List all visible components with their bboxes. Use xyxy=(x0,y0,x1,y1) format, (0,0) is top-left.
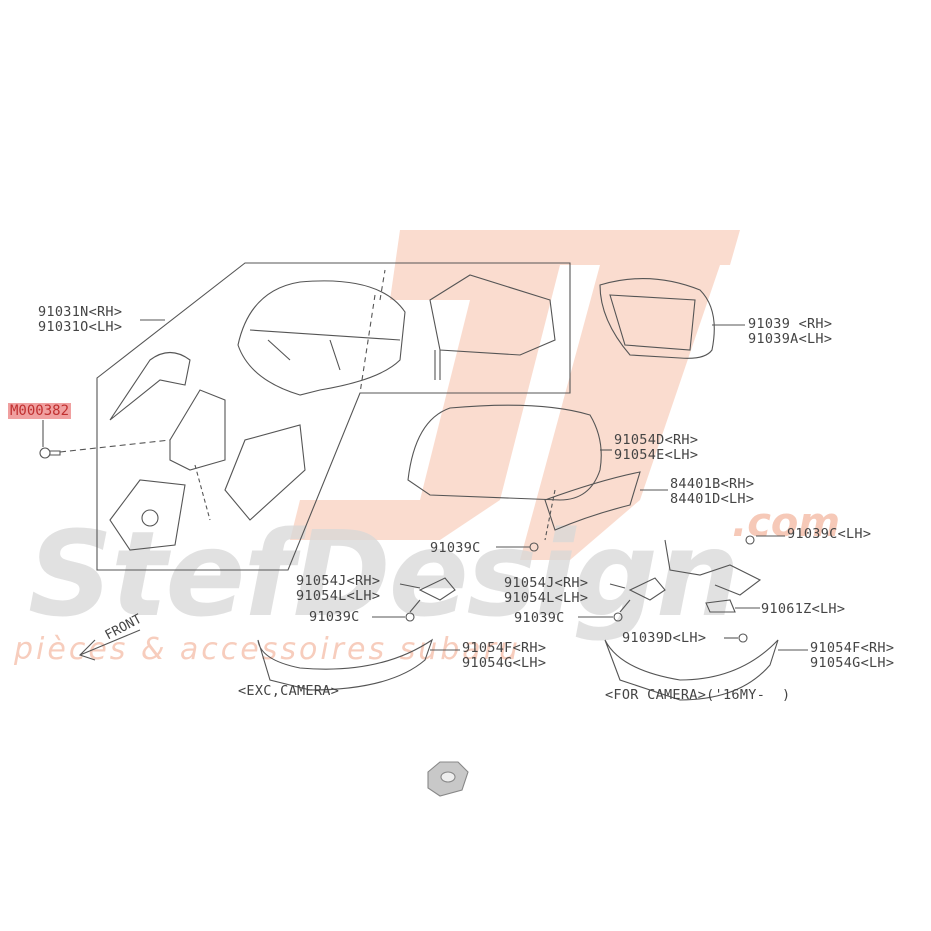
label-91039d: 91039D<LH> xyxy=(622,630,707,646)
small-brackets xyxy=(372,542,666,622)
label-91054f-1: 91054F<RH> xyxy=(462,640,547,656)
label-91039c-lh: 91039C<LH> xyxy=(787,526,872,542)
label-91054e: 91054E<LH> xyxy=(614,447,699,463)
label-91054g-2: 91054G<LH> xyxy=(810,655,895,671)
flange-nut xyxy=(427,761,469,797)
mirror-glass xyxy=(599,278,745,359)
label-91039c-3: 91039C xyxy=(514,610,565,626)
screw-m000382 xyxy=(39,420,61,459)
mirror-housing xyxy=(237,280,406,396)
camera-harness xyxy=(664,535,785,643)
label-84401b: 84401B<RH> xyxy=(670,476,755,492)
leader-lines xyxy=(78,319,165,661)
label-91031n: 91031N<RH> xyxy=(38,304,123,320)
garnish-exc-camera xyxy=(257,638,460,691)
label-91061z: 91061Z<LH> xyxy=(761,601,846,617)
bracket-parts xyxy=(59,351,306,551)
label-91039c-1: 91039C xyxy=(430,540,481,556)
label-91031o: 91031O<LH> xyxy=(38,319,123,335)
turn-lamp xyxy=(544,471,668,541)
label-84401d: 84401D<LH> xyxy=(670,491,755,507)
label-91054g-1: 91054G<LH> xyxy=(462,655,547,671)
label-91054d: 91054D<RH> xyxy=(614,432,699,448)
actuator xyxy=(359,269,556,394)
label-91054j-1: 91054J<RH> xyxy=(296,573,381,589)
label-exc-camera: <EXC,CAMERA> xyxy=(238,683,340,699)
domain-watermark: .com xyxy=(732,500,841,546)
label-91054l-2: 91054L<LH> xyxy=(504,590,589,606)
label-91054f-2: 91054F<RH> xyxy=(810,640,895,656)
label-91054l-1: 91054L<LH> xyxy=(296,588,381,604)
assembly-outline xyxy=(96,262,571,571)
garnish-for-camera xyxy=(604,639,808,701)
callout-m000382[interactable]: M000382 xyxy=(8,403,72,419)
label-91039a: 91039A<LH> xyxy=(748,331,833,347)
label-91039: 91039 <RH> xyxy=(748,316,833,332)
label-for-camera: <FOR CAMERA>('16MY- ) xyxy=(605,687,791,703)
mirror-cover xyxy=(407,404,612,501)
label-91054j-2: 91054J<RH> xyxy=(504,575,589,591)
label-91039c-2: 91039C xyxy=(309,609,360,625)
